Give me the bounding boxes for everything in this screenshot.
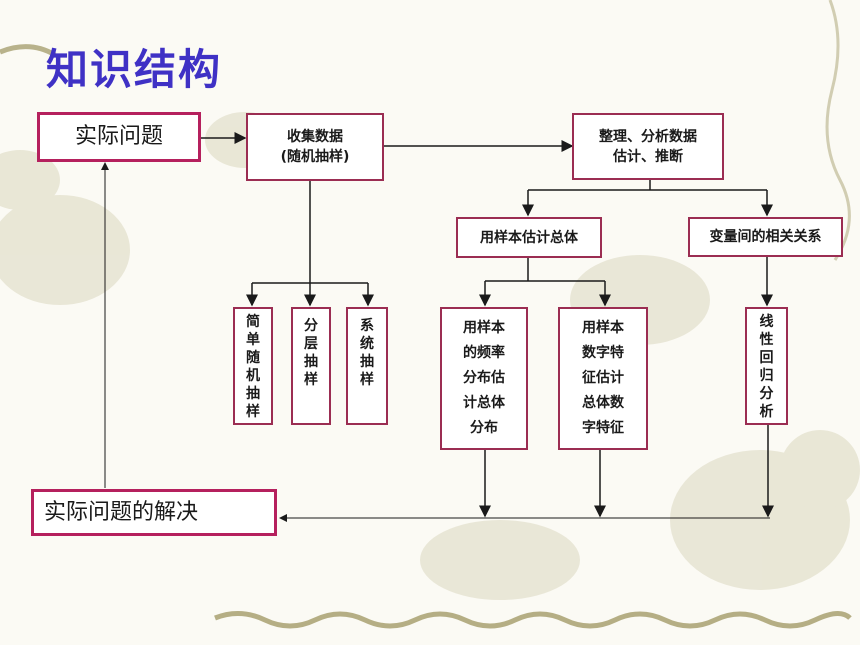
node-regression-char-3: 回 [759,350,774,366]
node-freq-line-2: 的频率 [463,345,505,361]
node-regression-char-2: 性 [759,332,774,348]
node-regression-char-6: 析 [759,404,774,420]
node-analyze-data-line-2: 估计、推断 [613,148,683,165]
node-simple-char-4: 机 [246,368,260,384]
connector-collect-branch [252,180,368,284]
node-collect-data-line-1: 收集数据 [287,129,343,145]
node-regression-char-1: 线 [759,314,774,330]
node-systematic-char-4: 样 [360,372,374,388]
node-numfeat-line-4: 总体数 [582,395,624,411]
node-real-problem-label: 实际问题 [74,124,163,149]
node-simple-char-3: 随 [246,350,260,366]
node-frequency-distribution: 用样本 的频率 分布估 计总体 分布 [440,307,528,450]
node-simple-random-sampling: 简 单 随 机 抽 样 [233,307,273,425]
node-systematic-char-3: 抽 [360,354,374,370]
node-stratified-char-1: 分 [304,318,318,334]
node-numfeat-line-3: 征估计 [582,370,624,386]
node-stratified-char-3: 抽 [304,354,318,370]
node-freq-line-1: 用样本 [463,320,505,336]
connector-sample-branch [485,258,605,282]
node-stratified-sampling: 分 层 抽 样 [291,307,331,425]
node-systematic-char-1: 系 [360,318,374,334]
node-sample-estimate: 用样本估计总体 [456,217,602,258]
node-collect-data-line-2: (随机抽样) [280,149,350,165]
node-regression-char-5: 分 [759,386,774,402]
node-simple-char-2: 单 [246,332,260,348]
node-numeric-features: 用样本 数字特 征估计 总体数 字特征 [558,307,648,450]
node-linear-regression: 线 性 回 归 分 析 [745,307,788,425]
node-correlation: 变量间的相关关系 [688,217,843,257]
node-analyze-data-line-1: 整理、分析数据 [599,128,697,145]
node-freq-line-5: 分布 [470,420,498,436]
node-analyze-data: 整理、分析数据 估计、推断 [572,113,724,180]
connector-analyze-branch [528,180,767,191]
node-stratified-char-4: 样 [304,372,318,388]
node-regression-char-4: 归 [759,368,774,384]
node-simple-char-5: 抽 [246,386,260,402]
node-simple-char-1: 简 [246,314,260,330]
slide-title: 知识结构 [46,45,223,94]
node-numfeat-line-1: 用样本 [582,320,624,336]
node-freq-line-4: 计总体 [463,395,505,411]
node-systematic-char-2: 统 [360,336,374,352]
node-problem-solution: 实际问题的解决 [31,489,277,536]
node-stratified-char-2: 层 [304,336,318,352]
node-problem-solution-label: 实际问题的解决 [44,499,199,525]
node-systematic-sampling: 系 统 抽 样 [346,307,388,425]
node-correlation-label: 变量间的相关关系 [709,229,822,245]
node-numfeat-line-2: 数字特 [582,345,624,361]
node-simple-char-6: 样 [246,404,260,420]
node-numfeat-line-5: 字特征 [582,420,624,436]
node-collect-data: 收集数据 (随机抽样) [246,113,384,181]
node-sample-estimate-label: 用样本估计总体 [480,229,578,246]
node-real-problem: 实际问题 [37,112,201,162]
node-freq-line-3: 分布估 [463,370,505,386]
